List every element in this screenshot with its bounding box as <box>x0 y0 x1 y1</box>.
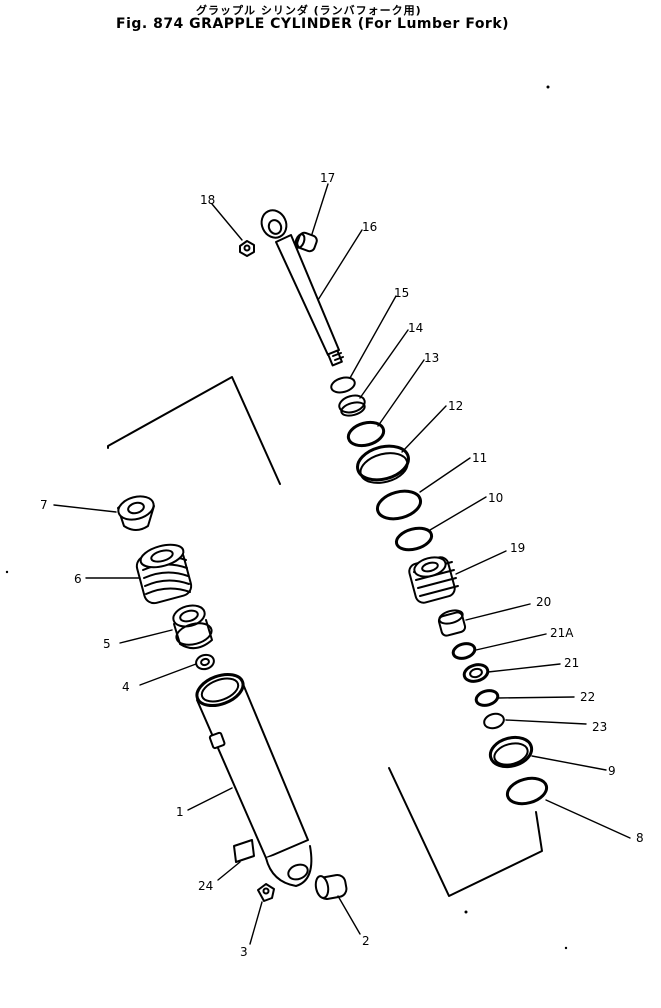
leader-21 <box>487 663 561 673</box>
part-19-cylinder-head <box>408 556 459 604</box>
callout-14: 14 <box>408 321 423 335</box>
title-english: Fig. 874 GRAPPLE CYLINDER (For Lumber Fo… <box>116 16 510 32</box>
callout-2: 2 <box>362 934 370 948</box>
leader-12 <box>401 405 447 453</box>
callout-3: 3 <box>240 945 248 959</box>
part-6-piston-ring-set <box>135 543 193 605</box>
part-21-ring <box>462 663 490 683</box>
callout-18: 18 <box>200 193 215 207</box>
speck <box>5 570 9 574</box>
part-9-backup-ring <box>488 735 534 769</box>
leader-16 <box>317 229 363 301</box>
callout-6: 6 <box>74 572 82 586</box>
leader-17 <box>311 183 329 235</box>
callout-13: 13 <box>424 351 439 365</box>
part-3-grease-fitting <box>257 883 275 902</box>
leader-5 <box>119 629 173 644</box>
part-5-piston <box>172 604 213 650</box>
callout-5: 5 <box>103 637 111 651</box>
part-7-cushion-ring <box>117 495 155 531</box>
part-12-wiper-ring <box>356 444 410 484</box>
part-4-nut <box>195 653 215 671</box>
callout-23: 23 <box>592 720 607 734</box>
part-8-o-ring <box>505 776 549 806</box>
speck <box>546 85 550 89</box>
callout-24: 24 <box>198 879 213 893</box>
part-10-o-ring-small <box>394 526 434 552</box>
part-17-rod-bushing <box>294 231 318 253</box>
leader-15 <box>349 295 397 379</box>
speck <box>564 946 568 950</box>
callout-11: 11 <box>472 451 487 465</box>
speck <box>464 910 468 914</box>
part-11-o-ring-large <box>375 489 423 521</box>
leader-4 <box>139 663 197 686</box>
part-15-snap-ring <box>330 376 356 394</box>
part-14-bushing-small <box>338 394 366 417</box>
part-20-head-bushing <box>437 609 467 637</box>
callout-4: 4 <box>122 680 130 694</box>
callout-8: 8 <box>636 831 644 845</box>
callout-17: 17 <box>320 171 335 185</box>
callout-15: 15 <box>394 286 409 300</box>
leader-9 <box>531 755 607 771</box>
part-2-bushing <box>314 874 348 900</box>
title-japanese: グラップル シリンダ (ランバフォーク用) <box>196 4 422 17</box>
leader-11 <box>419 457 471 493</box>
leader-23 <box>505 719 587 725</box>
bracket-right-group <box>388 767 543 897</box>
leader-10 <box>429 496 487 531</box>
leader-20 <box>465 603 531 621</box>
callout-12: 12 <box>448 399 463 413</box>
part-24-plate <box>233 839 255 863</box>
callout-20: 20 <box>536 595 551 609</box>
leader-7 <box>53 504 117 513</box>
part-23-ring <box>483 712 505 730</box>
leader-13 <box>377 359 425 427</box>
leader-22 <box>497 696 575 699</box>
leader-1 <box>187 787 233 811</box>
leader-19 <box>455 550 507 575</box>
leader-21a <box>475 633 547 651</box>
leader-18 <box>211 203 243 241</box>
callout-19: 19 <box>510 541 525 555</box>
part-18-grease-fitting <box>239 240 255 257</box>
callout-22: 22 <box>580 690 595 704</box>
callout-9: 9 <box>608 764 616 778</box>
leader-3 <box>249 901 263 945</box>
callout-7: 7 <box>40 498 48 512</box>
leader-8 <box>545 799 631 839</box>
part-13-seal-ring <box>346 420 386 448</box>
part-16-piston-rod <box>260 209 344 367</box>
part-21a-ring <box>451 642 477 660</box>
part-1-cylinder-tube <box>195 672 313 887</box>
callout-21a: 21A <box>550 626 574 640</box>
callout-1: 1 <box>176 805 184 819</box>
callout-21: 21 <box>564 656 579 670</box>
leader-2 <box>337 895 361 935</box>
leader-24 <box>217 861 241 881</box>
leader-14 <box>359 329 409 399</box>
part-22-ring <box>474 689 500 707</box>
callout-16: 16 <box>362 220 377 234</box>
callout-10: 10 <box>488 491 503 505</box>
bracket-left-group <box>107 376 281 485</box>
